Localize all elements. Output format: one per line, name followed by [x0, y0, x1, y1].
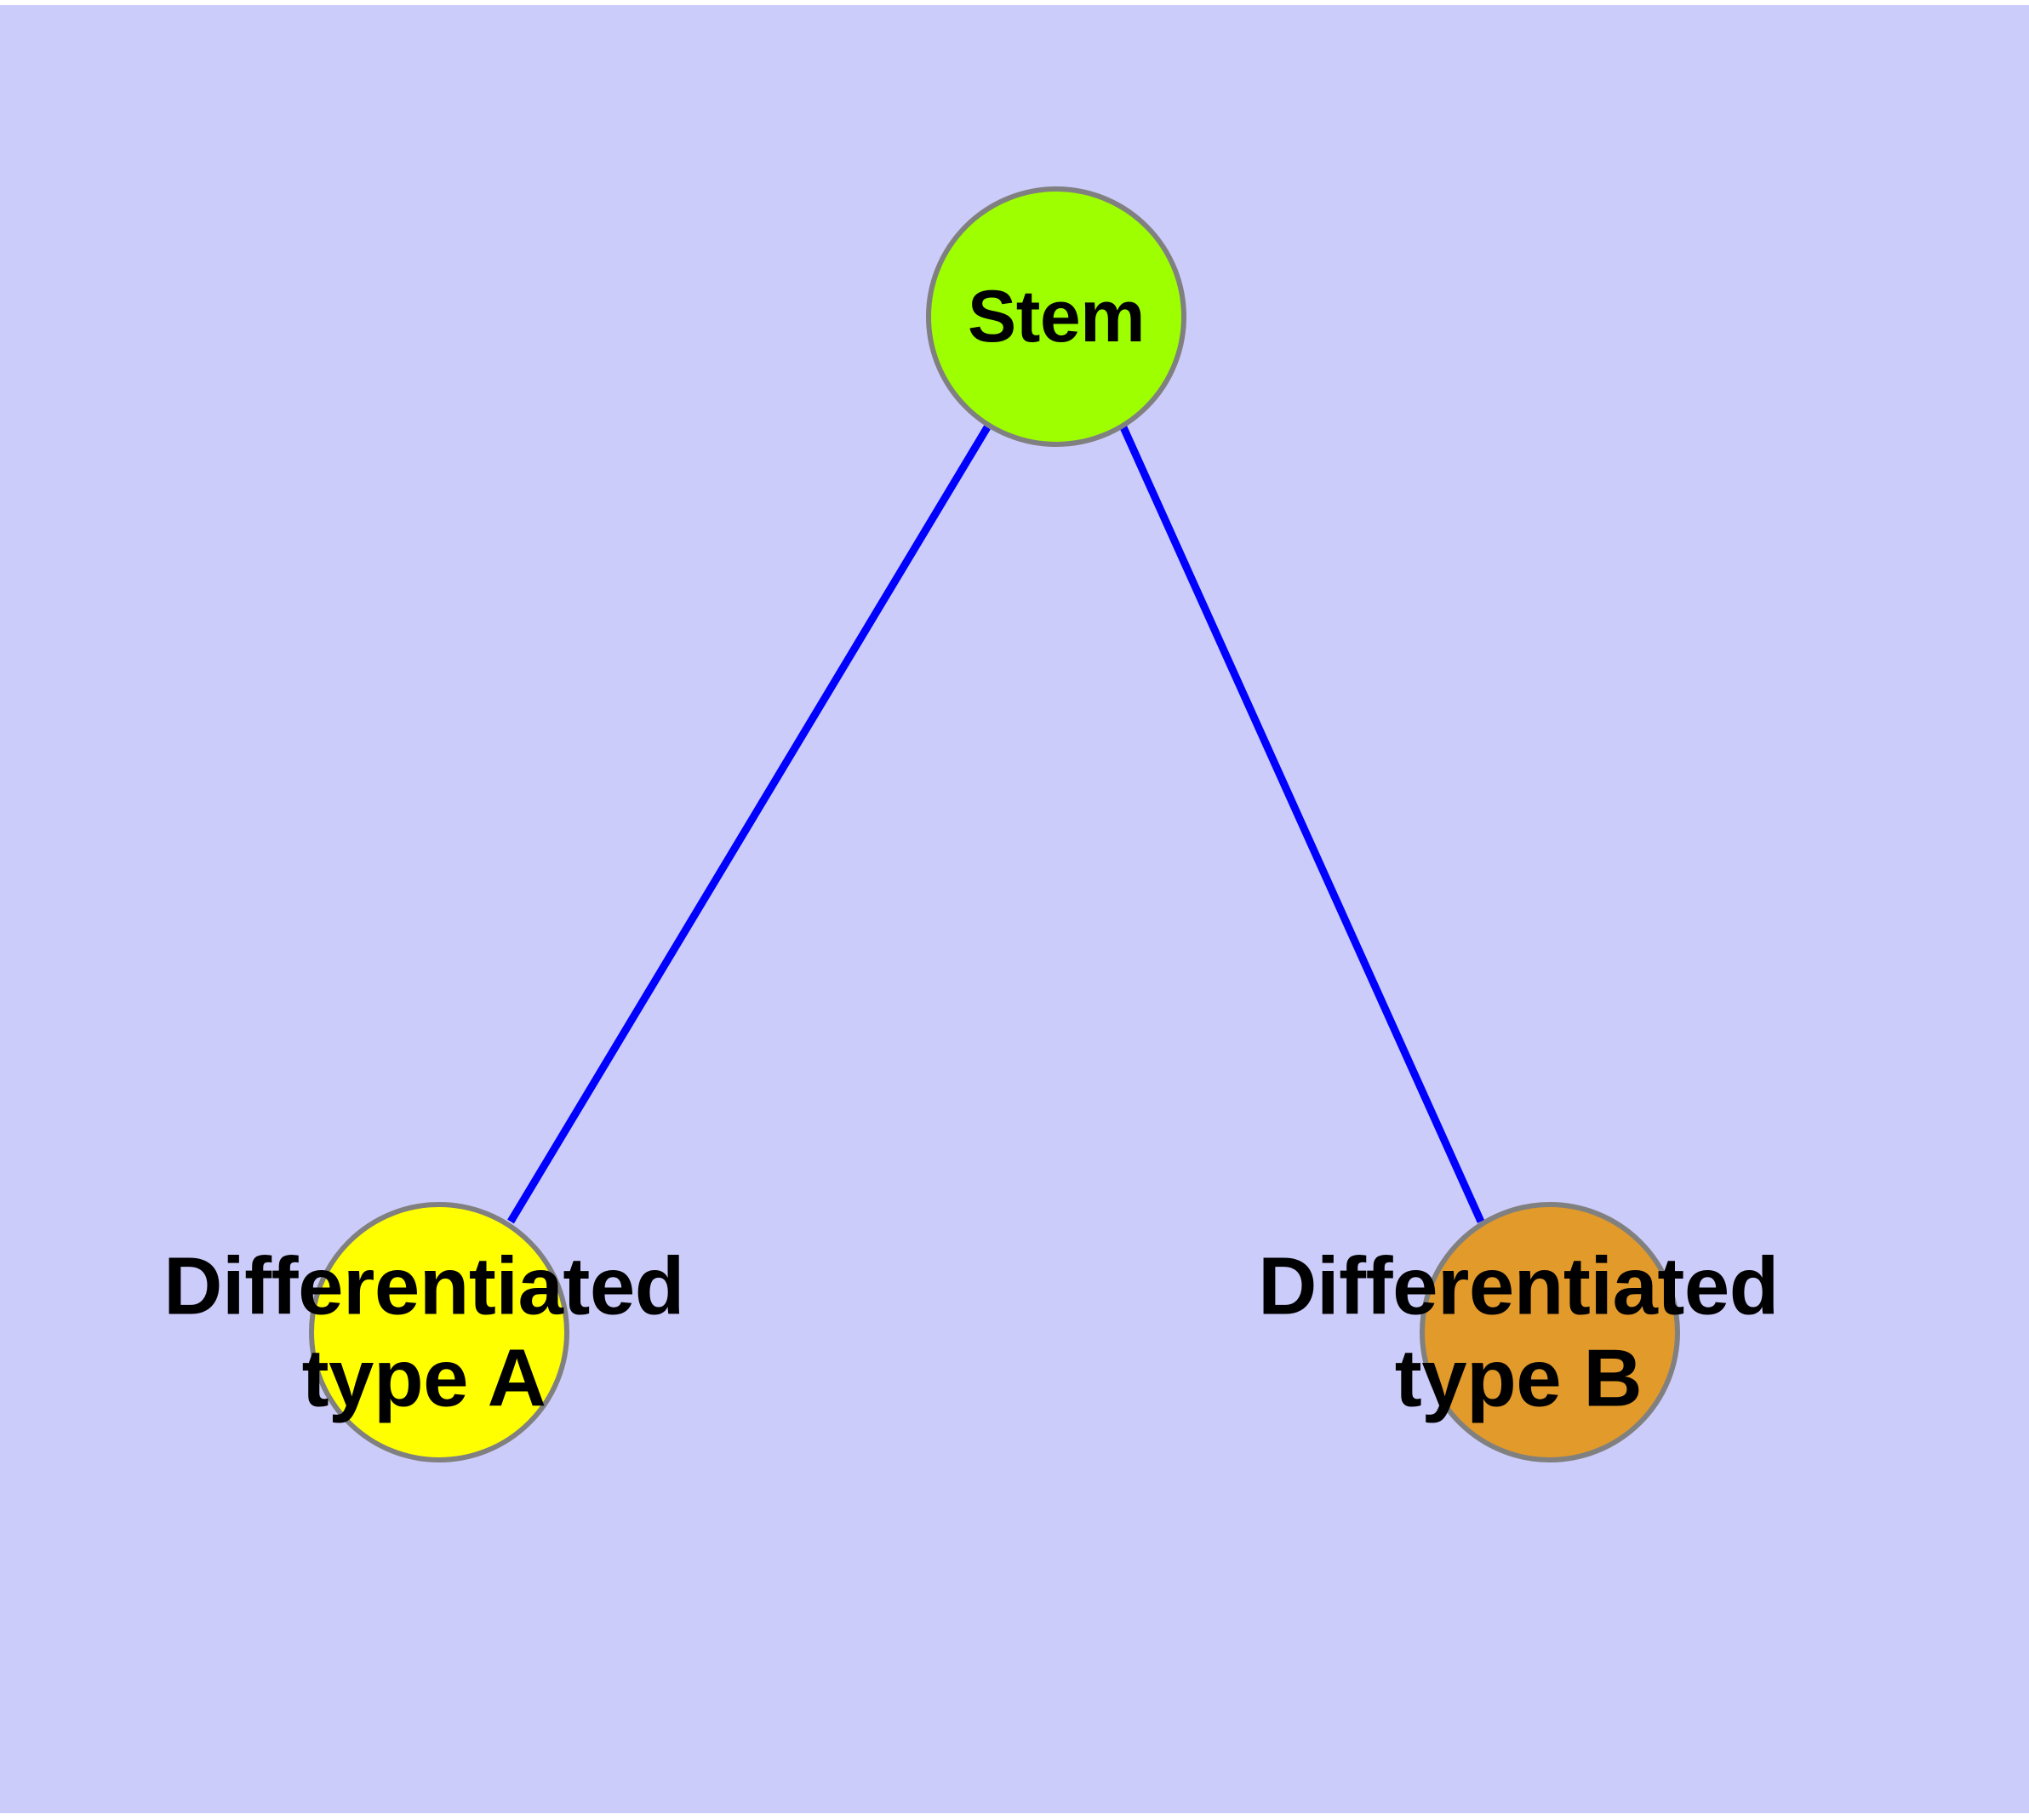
node-stem[interactable] — [926, 186, 1186, 447]
edge-stem-to-differentiated-type-a — [507, 425, 991, 1224]
edge-layer — [507, 425, 1485, 1224]
edge-stem-to-differentiated-type-b — [1119, 426, 1485, 1223]
node-differentiated-type-a[interactable] — [309, 1202, 569, 1462]
node-layer — [309, 186, 1680, 1462]
node-differentiated-type-b[interactable] — [1420, 1202, 1680, 1462]
